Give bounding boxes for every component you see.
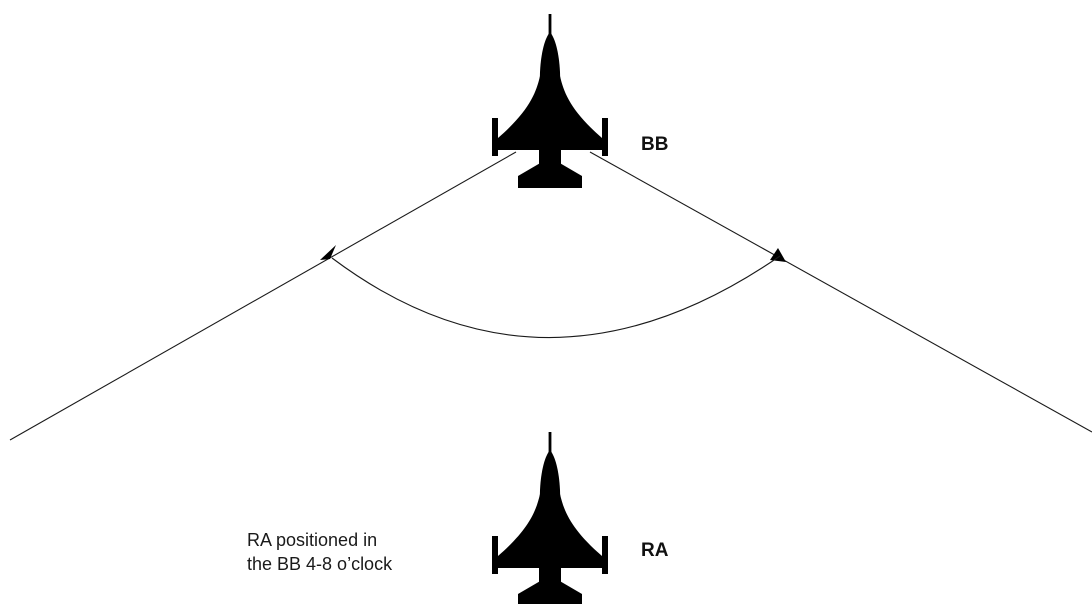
ra-label: RA: [641, 540, 669, 561]
bb-aircraft-icon: [492, 14, 608, 188]
ra-aircraft-icon: [492, 432, 608, 604]
angle-arc: [331, 255, 781, 338]
right-arrowhead-icon: [770, 248, 786, 262]
left-arrowhead-icon: [320, 245, 336, 260]
left-track-line: [9, 151, 517, 441]
note-line-1: RA positioned in: [247, 530, 377, 550]
right-track-line: [589, 151, 1092, 433]
note-line-2: the BB 4-8 o’clock: [247, 554, 393, 574]
bb-label: BB: [641, 134, 668, 155]
